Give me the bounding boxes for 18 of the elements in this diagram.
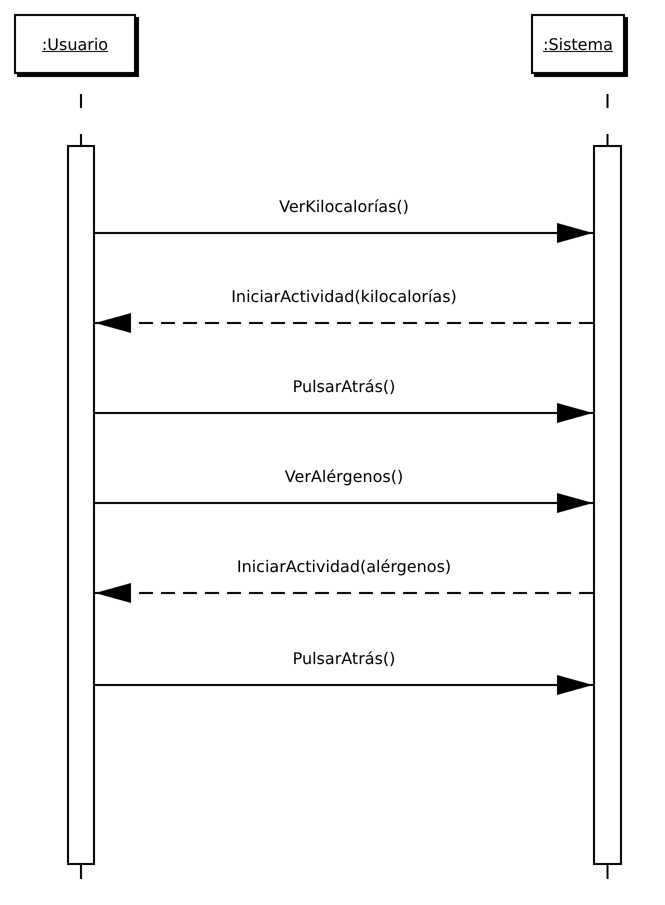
message-label: PulsarAtrás() [292, 377, 396, 397]
object-name: :Usuario [42, 34, 108, 54]
message-arrow [95, 223, 593, 243]
activation-bar [67, 145, 95, 865]
message-label: PulsarAtrás() [292, 649, 396, 669]
message-arrow [95, 403, 593, 423]
object-name: :Sistema [543, 34, 613, 54]
message-arrow [95, 493, 593, 513]
activation-bar [593, 145, 622, 865]
message-label: VerKilocalorías() [279, 197, 409, 217]
message-label: IniciarActividad(alérgenos) [236, 557, 452, 577]
message-label: VerAlérgenos() [284, 467, 404, 487]
object-box [14, 14, 136, 74]
message-arrow [95, 675, 593, 695]
return-message-arrow [95, 313, 593, 333]
object-box [531, 14, 625, 74]
return-message-arrow [95, 583, 593, 603]
message-label: IniciarActividad(kilocalorías) [231, 287, 457, 307]
